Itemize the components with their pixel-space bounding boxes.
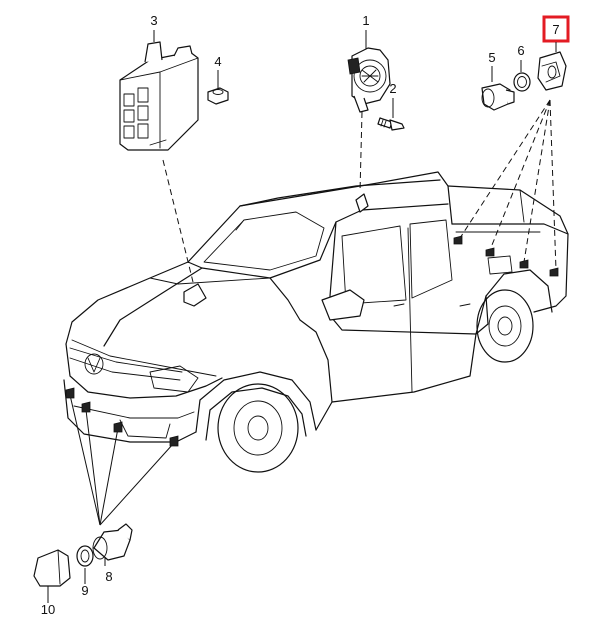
install-markers xyxy=(65,193,559,447)
ring-part xyxy=(513,72,531,92)
callout-7: 7 xyxy=(552,22,559,37)
highlight-box xyxy=(542,15,570,43)
callout-6: 6 xyxy=(517,43,524,58)
ring-part-9 xyxy=(76,545,94,567)
locator-lines xyxy=(69,99,557,526)
screw-part xyxy=(377,117,405,131)
callout-4: 4 xyxy=(214,54,221,69)
callout-5: 5 xyxy=(488,50,495,65)
callout-1: 1 xyxy=(362,13,369,28)
callout-10: 10 xyxy=(41,602,55,617)
nut-part xyxy=(207,87,229,105)
sensor-holder-part-7 xyxy=(537,51,567,91)
buzzer-part xyxy=(347,47,391,113)
callout-3: 3 xyxy=(150,13,157,28)
callout-2: 2 xyxy=(389,81,396,96)
callout-9: 9 xyxy=(81,583,88,598)
sensor-part-8 xyxy=(92,523,133,561)
sensor-holder-part-10 xyxy=(33,549,71,587)
pickup-truck xyxy=(63,171,569,473)
callout-8: 8 xyxy=(105,569,112,584)
control-module-part xyxy=(119,41,199,151)
sensor-part-5 xyxy=(481,83,515,111)
callout-labels: 1 2 3 4 5 6 7 8 9 10 xyxy=(41,13,570,617)
